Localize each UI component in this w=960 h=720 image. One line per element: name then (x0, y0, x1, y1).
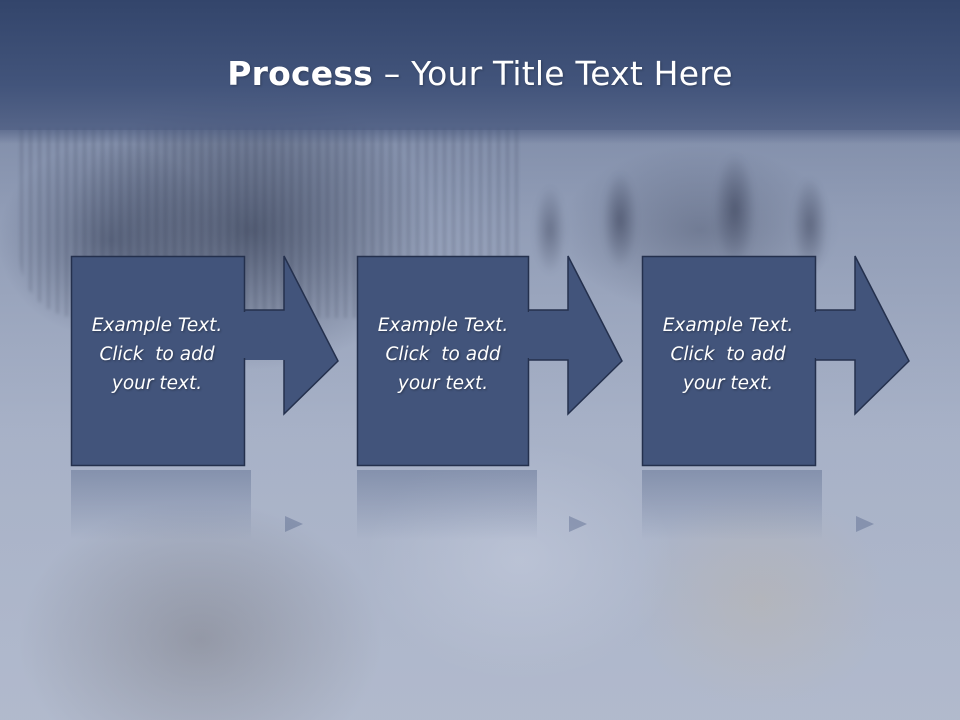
step-3-line-3: your text. (682, 373, 774, 394)
step-2-shape (356, 255, 623, 467)
step-3-text[interactable]: Example Text. Click to add your text. (642, 311, 814, 398)
process-step-3[interactable]: Example Text. Click to add your text. (641, 255, 960, 468)
step-3-reflection (642, 470, 822, 540)
step-2-reflection (357, 470, 537, 540)
step-2-text[interactable]: Example Text. Click to add your text. (357, 311, 529, 398)
arrow-right-icon (816, 255, 910, 416)
step-1-shape (70, 255, 339, 467)
step-3-line-1: Example Text. (662, 315, 794, 336)
step-1-text[interactable]: Example Text. Click to add your text. (71, 311, 243, 398)
step-2-line-1: Example Text. (377, 315, 509, 336)
process-step-2[interactable]: Example Text. Click to add your text. (356, 255, 697, 468)
page-title[interactable]: Process – Your Title Text Here (0, 52, 960, 96)
step-3-reflection-arrow (856, 516, 874, 532)
title-bold-text: Process (227, 54, 374, 93)
arrow-right-icon (245, 255, 339, 416)
title-rest-text: – Your Title Text Here (373, 54, 733, 93)
step-2-line-2: Click to add (385, 344, 501, 365)
step-3-line-2: Click to add (670, 344, 786, 365)
step-1-line-3: your text. (111, 373, 203, 394)
arrow-right-icon (529, 255, 623, 416)
step-1-reflection-arrow (285, 516, 303, 532)
process-step-1[interactable]: Example Text. Click to add your text. (70, 255, 411, 468)
step-2-line-3: your text. (397, 373, 489, 394)
step-1-reflection (71, 470, 251, 540)
title-band: Process – Your Title Text Here (0, 0, 960, 144)
step-1-line-1: Example Text. (91, 315, 223, 336)
step-2-reflection-arrow (569, 516, 587, 532)
step-3-shape (641, 255, 910, 467)
step-1-line-2: Click to add (99, 344, 215, 365)
